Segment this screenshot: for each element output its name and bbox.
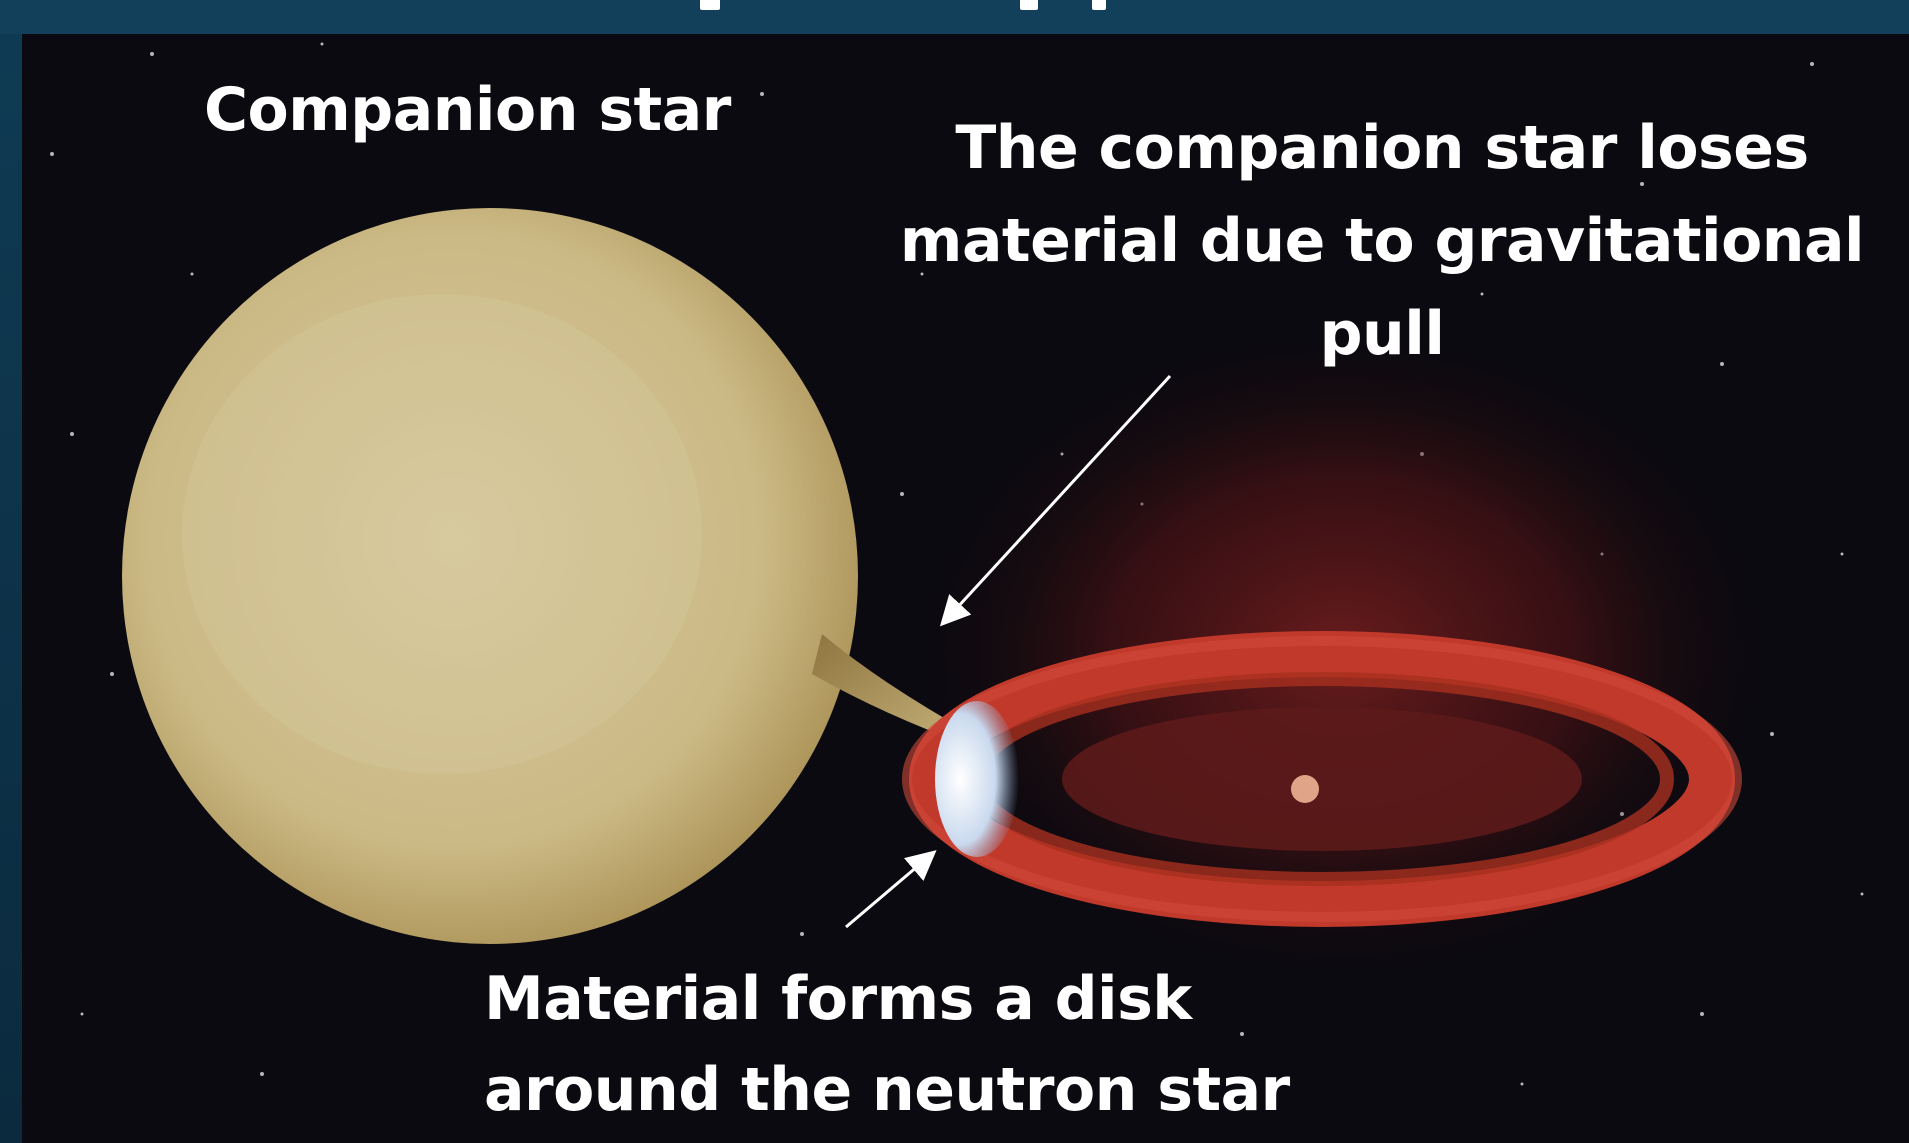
disk-formation-caption: Material forms a disk around the neutron…	[484, 954, 1290, 1136]
binary-star-illustration: Companion star The companion star loses …	[22, 34, 1909, 1143]
cropped-title-fragment	[1092, 0, 1106, 10]
neutron-star	[1291, 775, 1319, 803]
material-loss-caption: The companion star loses material due to…	[870, 102, 1894, 381]
companion-star-label: Companion star	[204, 74, 731, 146]
slide-title-strip	[0, 0, 1909, 34]
caption-line: around the neutron star	[484, 1045, 1290, 1136]
disk-pointer-arrow	[846, 854, 932, 927]
impact-hot-spot	[935, 701, 1019, 857]
caption-line: Material forms a disk	[484, 954, 1290, 1045]
caption-line: material due to gravitational	[870, 195, 1894, 288]
caption-line: The companion star loses	[870, 102, 1894, 195]
caption-line: pull	[870, 288, 1894, 381]
companion-star-texture	[182, 294, 702, 774]
cropped-title-fragment	[700, 0, 720, 10]
cropped-title-fragment	[1020, 0, 1038, 10]
